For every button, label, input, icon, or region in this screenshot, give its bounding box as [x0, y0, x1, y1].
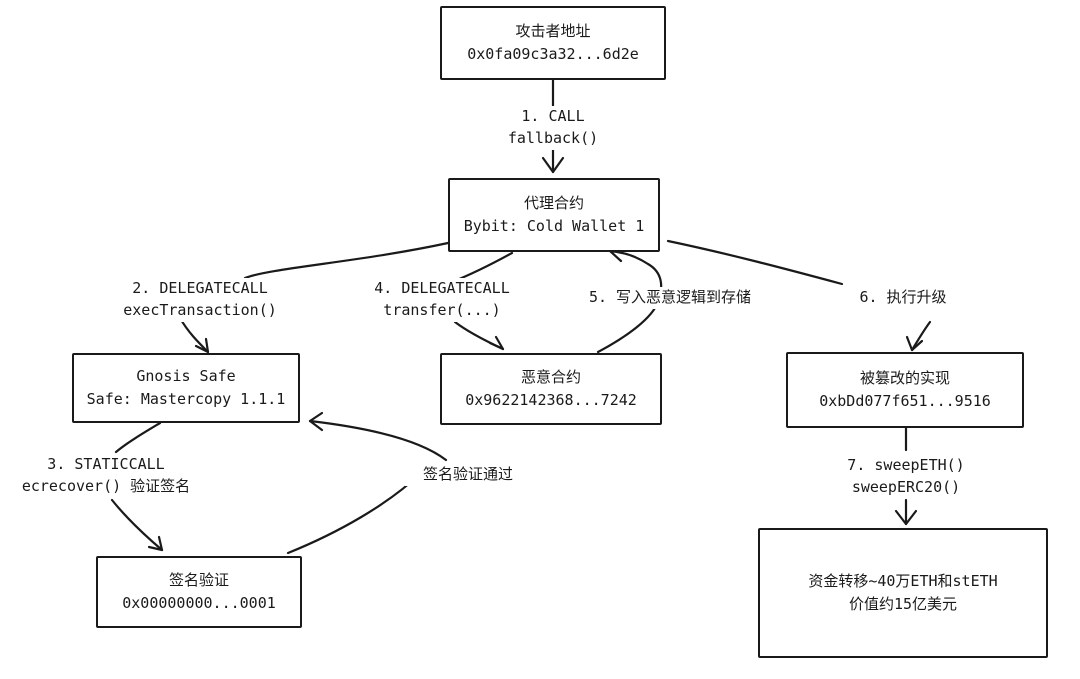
edge-7-arrowhead [894, 509, 918, 526]
node-tampered-title: 被篡改的实现 [859, 368, 950, 387]
node-funds-line1: 资金转移~40万ETH和stETH [808, 571, 998, 590]
node-proxy-subtitle: Bybit: Cold Wallet 1 [463, 217, 645, 235]
node-malicious-title: 恶意合约 [520, 367, 581, 386]
edge-1-step: 1. CALL [521, 107, 585, 125]
node-sigverify-title: 签名验证 [168, 570, 229, 589]
edge-6-arrowhead [905, 335, 924, 352]
node-malicious-address: 0x9622142368...7242 [465, 391, 637, 409]
edge-3-line [114, 421, 162, 454]
edge-4-call: transfer(...) [383, 300, 501, 319]
edge-2-line-lower [178, 316, 210, 354]
edge-sig-ok-text: 签名验证通过 [422, 465, 513, 483]
edge-7-label: 7. sweepETH() sweepERC20() [826, 455, 986, 499]
node-proxy-title: 代理合约 [523, 193, 584, 212]
edge-2-label: 2. DELEGATECALL execTransaction() [105, 278, 295, 322]
node-tampered-implementation: 被篡改的实现 0xbDd077f651...9516 [786, 352, 1024, 428]
edge-7-step: 7. sweepETH() [847, 456, 965, 474]
edge-4-label: 4. DELEGATECALL transfer(...) [352, 278, 532, 322]
edge-5-step: 5. 写入恶意逻辑到存储 [588, 288, 752, 306]
node-gnosis-safe: Gnosis Safe Safe: Mastercopy 1.1.1 [72, 353, 300, 423]
edge-2-call: execTransaction() [123, 300, 277, 319]
edge-3-arrowhead [147, 535, 164, 552]
node-sigverify-address: 0x00000000...0001 [122, 594, 276, 612]
node-gnosis-subtitle: Safe: Mastercopy 1.1.1 [86, 390, 286, 408]
node-funds-transfer: 资金转移~40万ETH和stETH 价值约15亿美元 [758, 528, 1048, 658]
node-attacker-address: 0x0fa09c3a32...6d2e [467, 45, 639, 63]
node-proxy: 代理合约 Bybit: Cold Wallet 1 [448, 178, 660, 252]
edge-ok-line-upper [308, 419, 448, 462]
edge-4-step: 4. DELEGATECALL [374, 279, 510, 297]
node-tampered-address: 0xbDd077f651...9516 [819, 392, 991, 410]
node-malicious-contract: 恶意合约 0x9622142368...7242 [440, 353, 662, 425]
edge-5-line [596, 249, 663, 354]
node-gnosis-title: Gnosis Safe [136, 366, 236, 385]
edge-6-line [666, 239, 844, 286]
edge-1-arrowhead [541, 156, 565, 174]
edge-5-label: 5. 写入恶意逻辑到存储 [570, 287, 770, 309]
edge-3-call: ecrecover() 验证签名 [21, 476, 191, 495]
node-funds-line2: 价值约15亿美元 [848, 595, 958, 613]
edge-ok-arrowhead [308, 411, 324, 432]
edge-1-label: 1. CALL fallback() [503, 106, 603, 150]
edge-3-line-lower [110, 498, 164, 552]
edge-ok-line [286, 472, 422, 555]
edge-4-arrowhead [488, 335, 505, 351]
edge-3-step: 3. STATICCALL [47, 455, 165, 473]
node-signature-verify: 签名验证 0x00000000...0001 [96, 556, 302, 628]
node-attacker: 攻击者地址 0x0fa09c3a32...6d2e [440, 6, 666, 80]
edge-1-call: fallback() [507, 128, 599, 147]
edge-7-call: sweepERC20() [851, 477, 961, 496]
edge-6-line-lower [910, 320, 932, 352]
edge-2-arrowhead [194, 337, 210, 354]
node-attacker-title: 攻击者地址 [515, 21, 591, 40]
edge-2-line [243, 241, 450, 280]
edge-6-step: 6. 执行升级 [859, 288, 947, 306]
edge-sig-ok-label: 签名验证通过 [405, 464, 531, 486]
edge-6-label: 6. 执行升级 [848, 287, 958, 309]
edge-3-label: 3. STATICCALL ecrecover() 验证签名 [8, 454, 204, 498]
edge-2-step: 2. DELEGATECALL [132, 279, 268, 297]
